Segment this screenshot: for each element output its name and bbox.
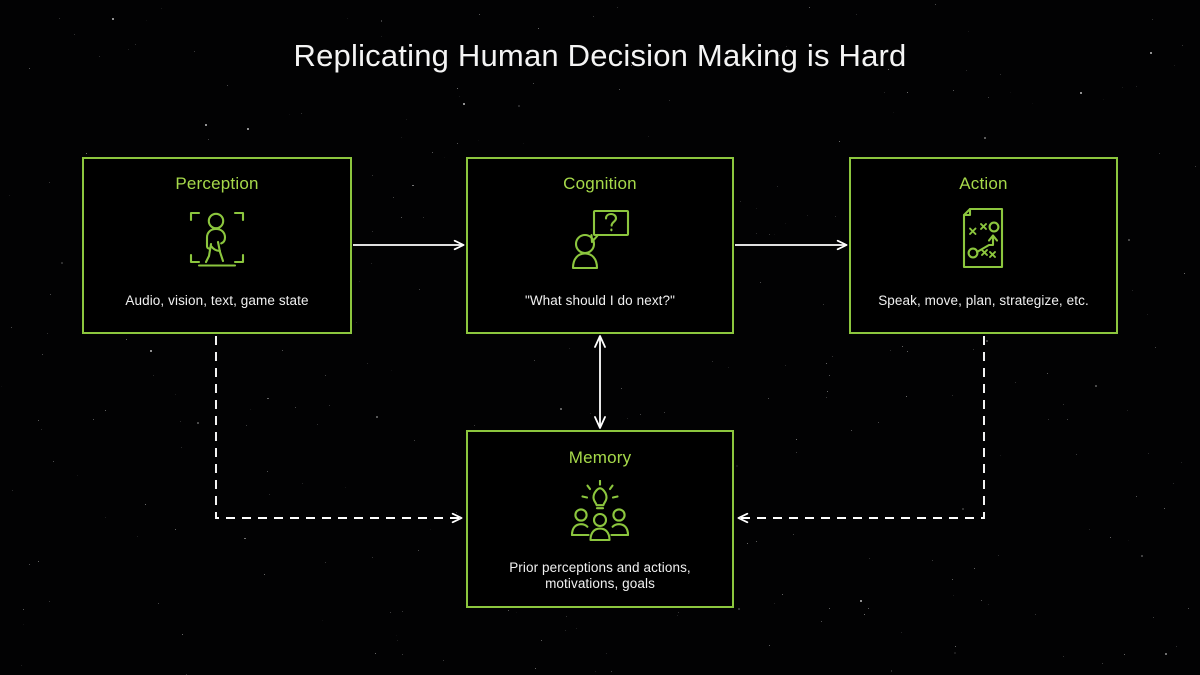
person-question-speech-bubble-icon [570,206,630,272]
strategy-playbook-icon [956,206,1012,272]
lightbulb-people-icon [567,480,633,542]
node-cognition[interactable]: Cognition "What should I do next?" [466,157,734,334]
node-memory[interactable]: Memory [466,430,734,608]
connector-perception-to-memory [215,336,463,524]
connector-action-to-memory [737,336,985,524]
node-cognition-caption: "What should I do next?" [524,293,676,308]
page-title: Replicating Human Decision Making is Har… [293,38,907,73]
node-perception-title: Perception [175,174,259,193]
node-action[interactable]: Action [849,157,1118,334]
node-perception[interactable]: Perception Audio, vision, text, g [82,157,352,334]
node-cognition-title: Cognition [563,174,637,193]
node-action-caption: Speak, move, plan, strategize, etc. [878,293,1089,308]
node-memory-title: Memory [568,448,632,467]
node-memory-caption: Prior perceptions and actions, motivatio… [509,560,691,591]
node-perception-caption: Audio, vision, text, game state [125,293,309,308]
node-action-title: Action [959,174,1008,193]
walking-person-detection-icon [185,206,249,272]
